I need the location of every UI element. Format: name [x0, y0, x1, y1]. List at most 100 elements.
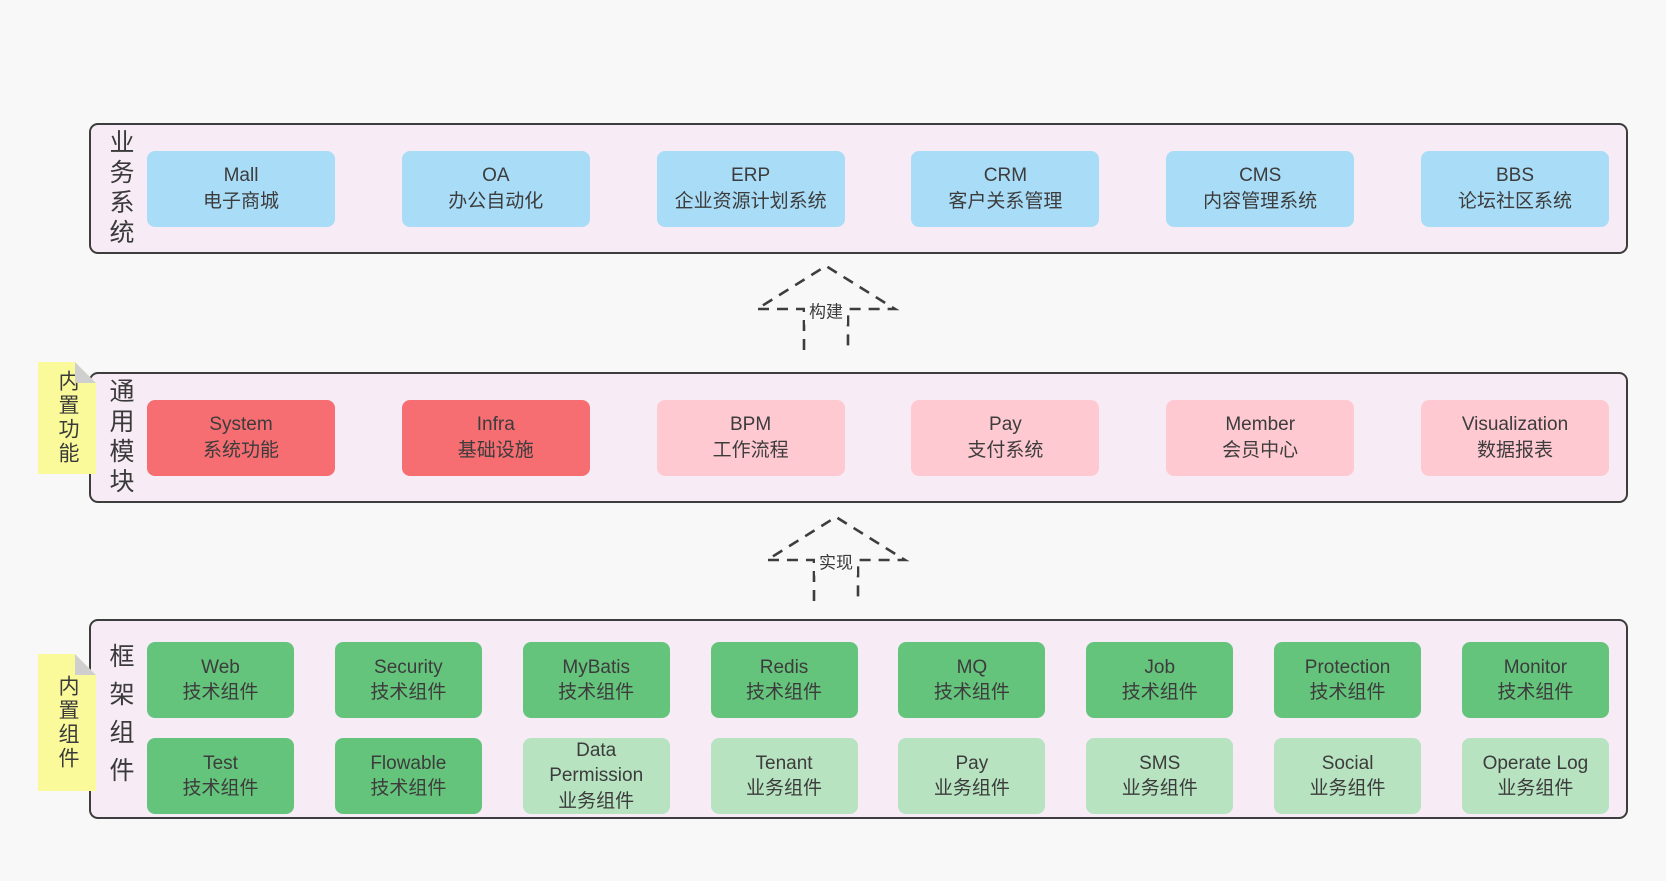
box-cms: CMS 内容管理系统 — [1166, 150, 1355, 227]
box-subtitle: 技术组件 — [558, 682, 635, 703]
box-title: Job — [1144, 656, 1176, 678]
box-sms: SMS 业务组件 — [1086, 738, 1234, 814]
box-security: Security 技术组件 — [334, 642, 482, 718]
box-subtitle: 会员中心 — [1222, 439, 1299, 461]
box-oa: OA 办公自动化 — [401, 150, 590, 227]
box-subtitle: 办公自动化 — [448, 190, 544, 212]
box-bpm: BPM 工作流程 — [656, 399, 845, 476]
box-subtitle: 系统功能 — [202, 439, 279, 461]
box-subtitle: 业务组件 — [558, 790, 635, 812]
box-infra: Infra 基础设施 — [401, 399, 590, 476]
box-erp: ERP 企业资源计划系统 — [656, 150, 845, 227]
sticky-note-built-in-features: 内置功能 — [38, 362, 96, 474]
box-title: CRM — [983, 165, 1028, 187]
box-title: Member — [1225, 414, 1296, 436]
box-subtitle: 业务组件 — [933, 778, 1010, 799]
box-title: MyBatis — [562, 656, 630, 678]
box-subtitle: 业务组件 — [1497, 778, 1574, 799]
box-subtitle: 支付系统 — [967, 439, 1044, 461]
framework-components-row-1: Web 技术组件 Security 技术组件 MyBatis 技术组件 Redi… — [147, 642, 1609, 718]
box-subtitle: 客户关系管理 — [948, 190, 1063, 212]
box-title: Test — [203, 752, 238, 774]
box-bbs: BBS 论坛社区系统 — [1420, 150, 1609, 227]
box-title: Mall — [223, 165, 259, 187]
box-subtitle: 技术组件 — [182, 682, 259, 703]
box-operate-log: Operate Log 业务组件 — [1461, 738, 1609, 814]
band-label-common-modules: 通用模块 — [106, 377, 134, 498]
box-data-permission: Data Permission 业务组件 — [522, 738, 670, 814]
sticky-note-built-in-components: 内置组件 — [38, 654, 96, 791]
box-web: Web 技术组件 — [147, 642, 294, 718]
common-modules-row: System 系统功能 Infra 基础设施 BPM 工作流程 Pay 支付系统… — [147, 399, 1609, 476]
box-monitor: Monitor 技术组件 — [1461, 642, 1609, 718]
box-pay-module: Pay 支付系统 — [911, 399, 1100, 476]
box-title: BBS — [1495, 165, 1534, 187]
box-subtitle: 电子商城 — [202, 190, 279, 212]
box-title: System — [209, 414, 273, 436]
box-member: Member 会员中心 — [1166, 399, 1355, 476]
box-title: Tenant — [755, 752, 813, 774]
box-redis: Redis 技术组件 — [710, 642, 858, 718]
common-modules-band: 通用模块 System 系统功能 Infra 基础设施 BPM 工作流程 Pay… — [89, 372, 1628, 503]
box-social: Social 业务组件 — [1274, 738, 1422, 814]
dashed-up-arrow-implement-icon: 实现 — [761, 513, 911, 601]
box-protection: Protection 技术组件 — [1274, 642, 1422, 718]
box-mq: MQ 技术组件 — [898, 642, 1046, 718]
box-test: Test 技术组件 — [147, 738, 294, 814]
box-mybatis: MyBatis 技术组件 — [522, 642, 670, 718]
box-crm: CRM 客户关系管理 — [911, 150, 1100, 227]
box-title: Monitor — [1503, 656, 1568, 678]
box-visualization: Visualization 数据报表 — [1420, 399, 1609, 476]
business-systems-row: Mall 电子商城 OA 办公自动化 ERP 企业资源计划系统 CRM 客户关系… — [147, 150, 1609, 227]
box-subtitle: 业务组件 — [1121, 778, 1198, 799]
box-subtitle: 技术组件 — [1121, 682, 1198, 703]
box-subtitle: 论坛社区系统 — [1457, 190, 1572, 212]
sticky-text: 内置功能 — [56, 370, 79, 466]
box-title: SMS — [1139, 752, 1181, 774]
box-subtitle: 技术组件 — [1309, 682, 1386, 703]
framework-components-band: 框架组件 Web 技术组件 Security 技术组件 MyBatis 技术组件… — [89, 619, 1628, 819]
box-title: Security — [374, 656, 443, 678]
box-subtitle: 业务组件 — [1309, 778, 1386, 799]
arrow-label-build: 构建 — [805, 295, 847, 325]
box-pay-component: Pay 业务组件 — [898, 738, 1046, 814]
box-flowable: Flowable 技术组件 — [334, 738, 482, 814]
sticky-text: 内置组件 — [56, 674, 79, 771]
box-job: Job 技术组件 — [1086, 642, 1234, 718]
box-subtitle: 技术组件 — [182, 778, 259, 799]
arrow-label-implement: 实现 — [815, 546, 857, 576]
box-subtitle: 企业资源计划系统 — [674, 190, 827, 212]
band-label-business-systems: 业务系统 — [106, 128, 134, 249]
box-title: Data Permission — [549, 740, 644, 787]
box-subtitle: 业务组件 — [746, 778, 823, 799]
box-title: Pay — [955, 752, 989, 774]
box-subtitle: 技术组件 — [1497, 682, 1574, 703]
box-subtitle: 数据报表 — [1476, 439, 1553, 461]
box-subtitle: 基础设施 — [457, 439, 534, 461]
box-title: Redis — [759, 656, 809, 678]
band-label-framework-components: 框架组件 — [106, 643, 134, 795]
box-title: Social — [1321, 752, 1374, 774]
box-title: ERP — [731, 165, 771, 187]
box-subtitle: 工作流程 — [712, 439, 789, 461]
box-title: BPM — [730, 414, 772, 436]
box-title: Protection — [1304, 656, 1391, 678]
box-title: Web — [201, 656, 240, 678]
box-title: Operate Log — [1482, 752, 1589, 774]
box-title: Flowable — [370, 752, 447, 774]
box-subtitle: 技术组件 — [746, 682, 823, 703]
box-title: Visualization — [1461, 414, 1569, 436]
box-subtitle: 内容管理系统 — [1203, 190, 1318, 212]
box-title: Infra — [476, 414, 515, 436]
box-title: Pay — [989, 414, 1022, 436]
dashed-up-arrow-build-icon: 构建 — [751, 262, 901, 350]
box-subtitle: 技术组件 — [370, 778, 447, 799]
box-tenant: Tenant 业务组件 — [710, 738, 858, 814]
box-title: MQ — [956, 656, 988, 678]
framework-components-row-2: Test 技术组件 Flowable 技术组件 Data Permission … — [147, 738, 1609, 814]
box-subtitle: 技术组件 — [370, 682, 447, 703]
box-system: System 系统功能 — [147, 399, 335, 476]
box-subtitle: 技术组件 — [933, 682, 1010, 703]
box-title: OA — [482, 165, 510, 187]
box-title: CMS — [1239, 165, 1282, 187]
